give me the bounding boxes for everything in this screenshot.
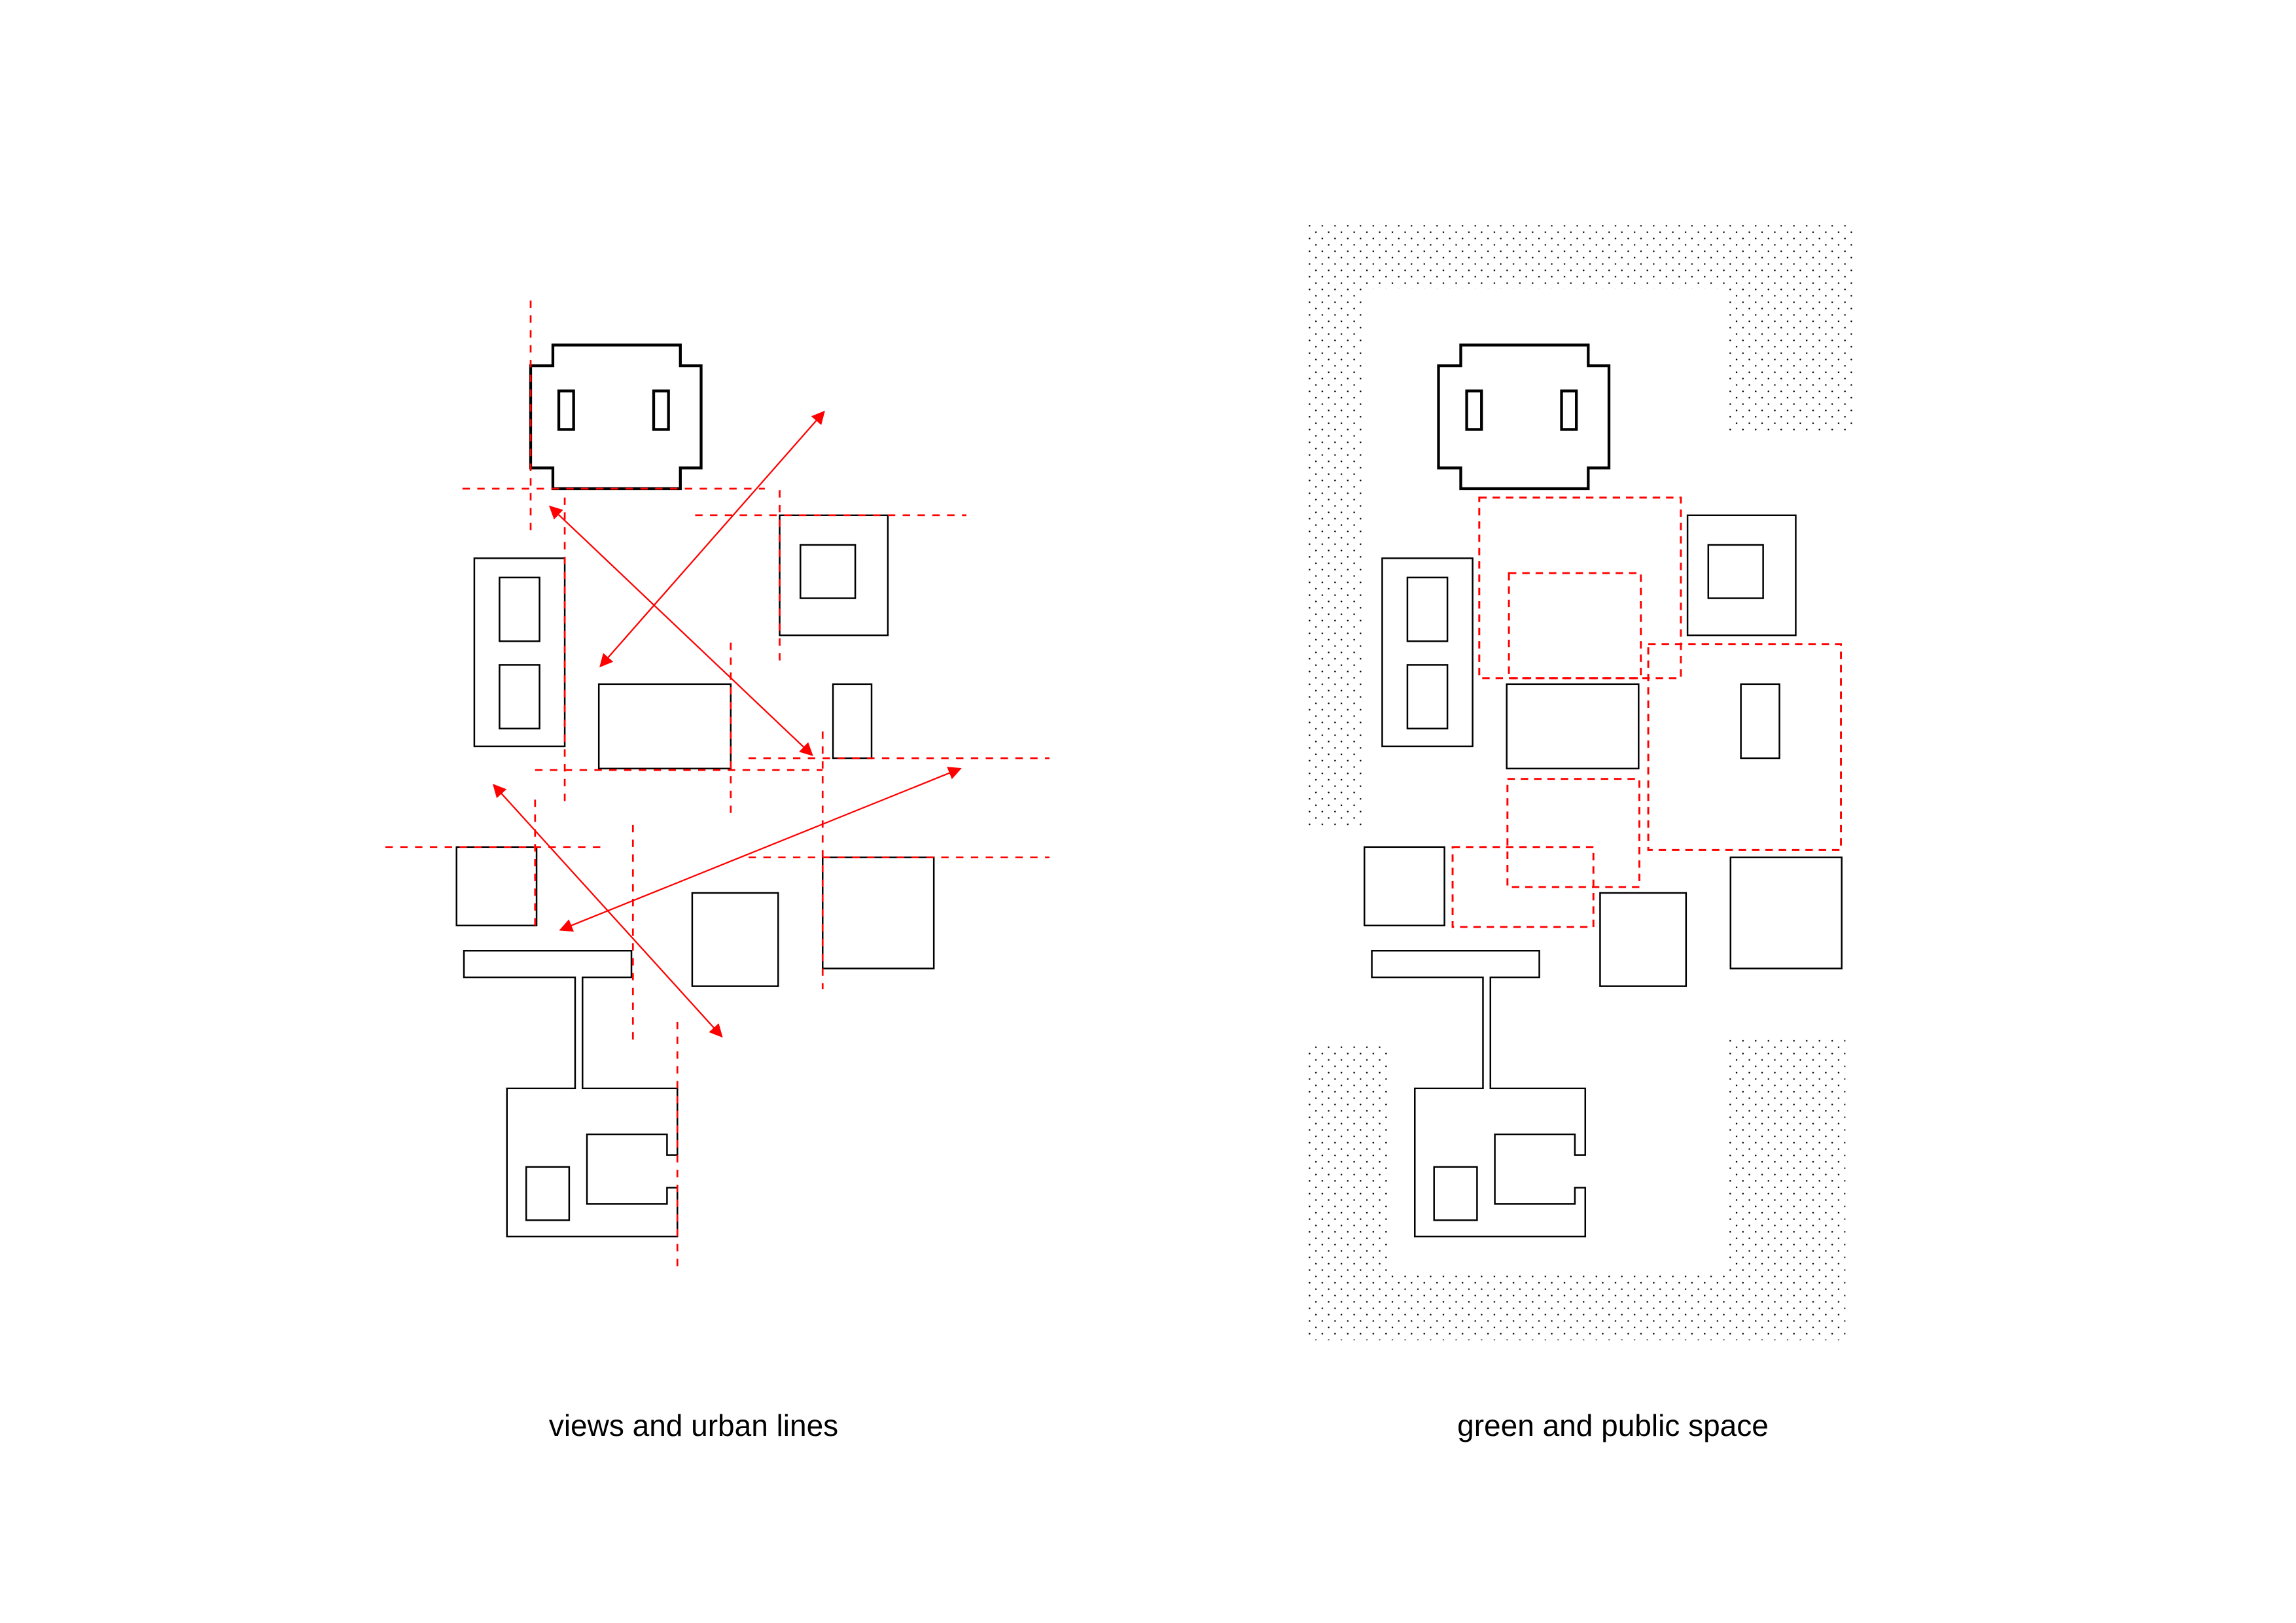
public-space-areas xyxy=(1451,497,1843,928)
panel-views-urban-lines xyxy=(385,300,1050,1266)
caption-views-urban-lines: views and urban lines xyxy=(548,1408,839,1442)
green-space-west-top xyxy=(1304,225,1853,827)
green-space xyxy=(1304,225,1853,1340)
urban-lines xyxy=(385,300,1050,1266)
green-space-bottom xyxy=(1304,1036,1846,1340)
panel-green-public-space xyxy=(1304,225,1853,1340)
view-arrows xyxy=(492,410,962,1038)
caption-green-public-space: green and public space xyxy=(1457,1408,1769,1442)
